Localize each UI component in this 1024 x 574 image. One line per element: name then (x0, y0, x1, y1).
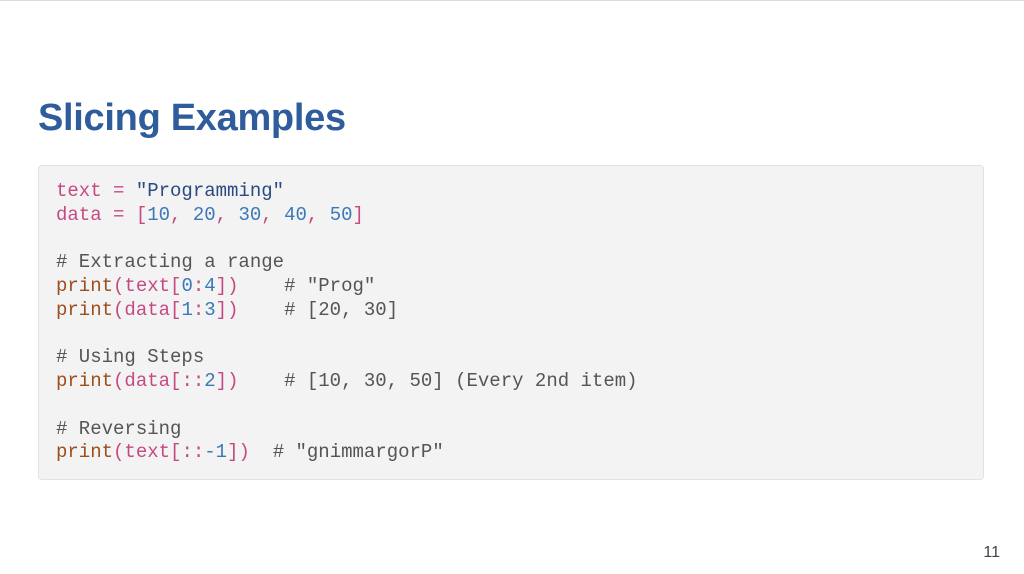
code-token-number: -1 (204, 441, 228, 464)
code-line-7-blank (56, 323, 638, 347)
code-token-bracket: [ (170, 275, 182, 297)
code-token-function: print (56, 298, 114, 321)
code-token-paren: ) (227, 370, 239, 392)
page-number: 11 (983, 544, 1000, 561)
code-comment-reversing: # Reversing (56, 417, 182, 440)
code-token-separator: , (261, 203, 285, 226)
code-token-bracket: [ (170, 370, 182, 392)
code-token-operator: = (101, 203, 136, 226)
code-token-bracket: [ (135, 203, 148, 226)
code-token-number: 3 (204, 298, 216, 321)
code-token-paren: ) (227, 275, 239, 297)
code-token-separator: , (170, 203, 193, 226)
code-token-number: 0 (181, 275, 193, 297)
code-line-1: text = "Programming" (56, 180, 638, 204)
code-padding (238, 275, 284, 297)
code-token-bracket: ] (215, 370, 228, 392)
code-padding (238, 299, 284, 321)
code-token-number: 10 (147, 203, 171, 226)
code-token-variable: text (124, 441, 171, 464)
code-token-bracket: ] (215, 298, 228, 321)
code-token-function: print (56, 370, 114, 392)
code-token-paren: ( (113, 275, 125, 297)
code-token-paren: ( (113, 441, 125, 464)
code-token-bracket: ] (215, 275, 228, 297)
code-line-12: print(text[::-1]) # "gnimmargorP" (56, 441, 638, 465)
code-token-paren: ) (238, 441, 250, 464)
code-token-variable: data (124, 298, 171, 321)
code-token-colon: :: (181, 441, 205, 464)
code-token-function: print (56, 441, 114, 464)
code-line-9: print(data[::2]) # [10, 30, 50] (Every 2… (56, 370, 638, 394)
code-token-number: 40 (284, 203, 307, 226)
code-token-variable: data (56, 203, 102, 226)
code-token-number: 1 (181, 298, 193, 321)
code-token-bracket: ] (352, 203, 364, 226)
code-token-variable: text (56, 180, 102, 202)
code-padding (250, 441, 273, 463)
code-token-paren: ( (113, 298, 125, 321)
slide-title: Slicing Examples (38, 97, 346, 139)
code-token-string: "Programming" (135, 180, 285, 202)
code-token-comment: # "gnimmargorP" (272, 441, 444, 464)
code-line-3-blank (56, 228, 638, 252)
top-divider (0, 0, 1024, 1)
code-comment-steps: # Using Steps (56, 346, 205, 369)
code-block: text = "Programming"data = [10, 20, 30, … (38, 165, 984, 480)
code-token-paren: ) (227, 298, 239, 321)
code-token-separator: , (215, 203, 239, 226)
code-text: text = "Programming"data = [10, 20, 30, … (56, 180, 638, 465)
code-line-10-blank (56, 394, 638, 418)
code-token-separator: , (306, 203, 330, 226)
code-token-comment: # [10, 30, 50] (Every 2nd item) (284, 370, 638, 392)
code-token-colon: : (192, 275, 205, 297)
code-token-number: 4 (204, 275, 216, 297)
code-line-6: print(data[1:3]) # [20, 30] (56, 299, 638, 323)
code-token-comment: # "Prog" (284, 275, 376, 297)
code-token-bracket: [ (170, 298, 182, 321)
code-token-number: 20 (192, 203, 216, 226)
code-line-2: data = [10, 20, 30, 40, 50] (56, 204, 638, 228)
code-token-number: 2 (204, 370, 216, 392)
code-token-variable: text (124, 275, 171, 297)
code-token-variable: data (124, 370, 171, 392)
code-comment-extracting: # Extracting a range (56, 251, 285, 274)
code-token-paren: ( (113, 370, 125, 392)
code-token-bracket: ] (227, 441, 239, 464)
code-token-function: print (56, 275, 114, 297)
code-line-5: print(text[0:4]) # "Prog" (56, 275, 638, 299)
code-token-number: 30 (238, 203, 262, 226)
code-token-number: 50 (329, 203, 353, 226)
code-token-colon: :: (181, 370, 205, 392)
code-token-operator: = (101, 180, 136, 202)
code-padding (238, 370, 284, 392)
code-token-bracket: [ (170, 441, 182, 464)
code-token-colon: : (192, 298, 205, 321)
code-token-comment: # [20, 30] (284, 298, 399, 321)
